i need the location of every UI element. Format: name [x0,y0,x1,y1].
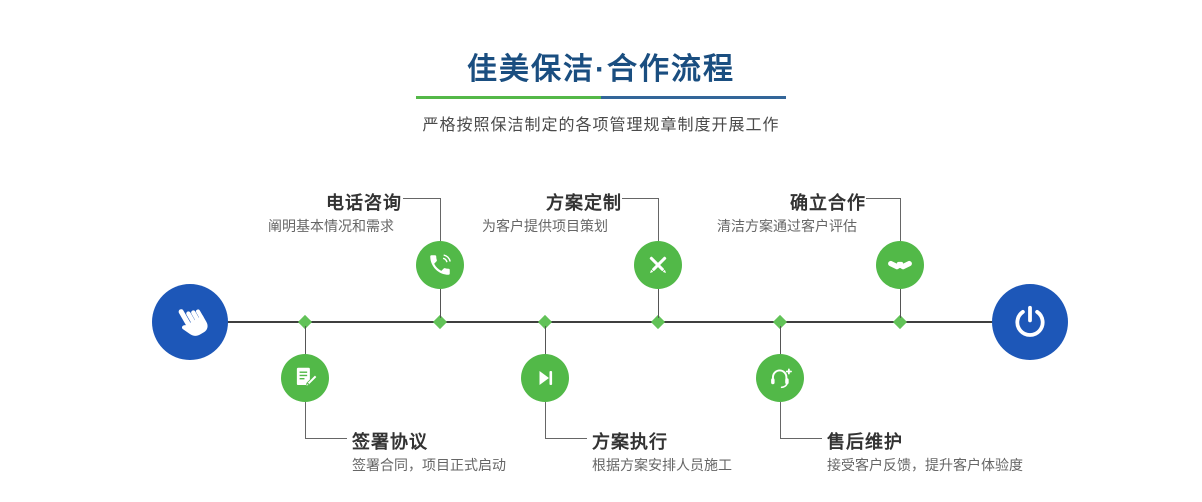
step-desc-plan-custom: 为客户提供项目策划 [482,218,608,234]
connector-line [545,402,546,438]
step-node-after-sales [756,354,804,402]
timeline-end-node [992,284,1068,360]
page-title: 佳美保洁·合作流程 [467,53,735,86]
connector-line [440,198,441,241]
connector-line [545,438,587,439]
stem-line [305,326,306,354]
phone-icon [427,252,453,278]
connector-line [403,198,440,199]
step-label-phone-consult: 电话咨询 [326,193,402,213]
connector-line [622,198,658,199]
connector-line [305,438,347,439]
step-label-plan-execute: 方案执行 [592,432,668,452]
connector-line [780,438,822,439]
after-sales-icon [767,365,793,391]
stem-line [900,289,901,318]
step-label-sign-agreement: 签署协议 [352,432,428,452]
timeline-line [190,321,1030,323]
connector-line [305,402,306,438]
step-desc-phone-consult: 阐明基本情况和需求 [268,218,394,234]
stem-line [780,326,781,354]
step-node-sign-agreement [281,354,329,402]
title-divider-green [416,96,601,99]
step-node-plan-custom [634,241,682,289]
step-desc-sign-agreement: 签署合同，项目正式启动 [352,457,506,473]
page-subtitle: 严格按照保洁制定的各项管理规章制度开展工作 [422,117,780,134]
step-desc-establish-coop: 清洁方案通过客户评估 [717,218,857,234]
step-node-plan-execute [521,354,569,402]
connector-line [780,402,781,438]
step-desc-plan-execute: 根据方案安排人员施工 [592,457,732,473]
step-node-establish-coop [876,241,924,289]
stem-line [440,289,441,318]
connector-line [900,198,901,241]
contract-icon [292,365,318,391]
stem-line [545,326,546,354]
design-tools-icon [645,252,671,278]
execute-icon [533,366,557,390]
title-divider-blue [601,96,786,99]
step-label-plan-custom: 方案定制 [546,193,622,213]
step-node-phone-consult [416,241,464,289]
step-label-establish-coop: 确立合作 [790,193,866,213]
stem-line [658,289,659,318]
hand-pointer-icon [171,303,209,341]
connector-line [866,198,900,199]
step-label-after-sales: 售后维护 [827,432,903,452]
step-desc-after-sales: 接受客户反馈，提升客户体验度 [827,457,1023,473]
timeline-start-node [152,284,228,360]
handshake-icon [886,251,914,279]
power-icon [1011,303,1049,341]
connector-line [658,198,659,241]
